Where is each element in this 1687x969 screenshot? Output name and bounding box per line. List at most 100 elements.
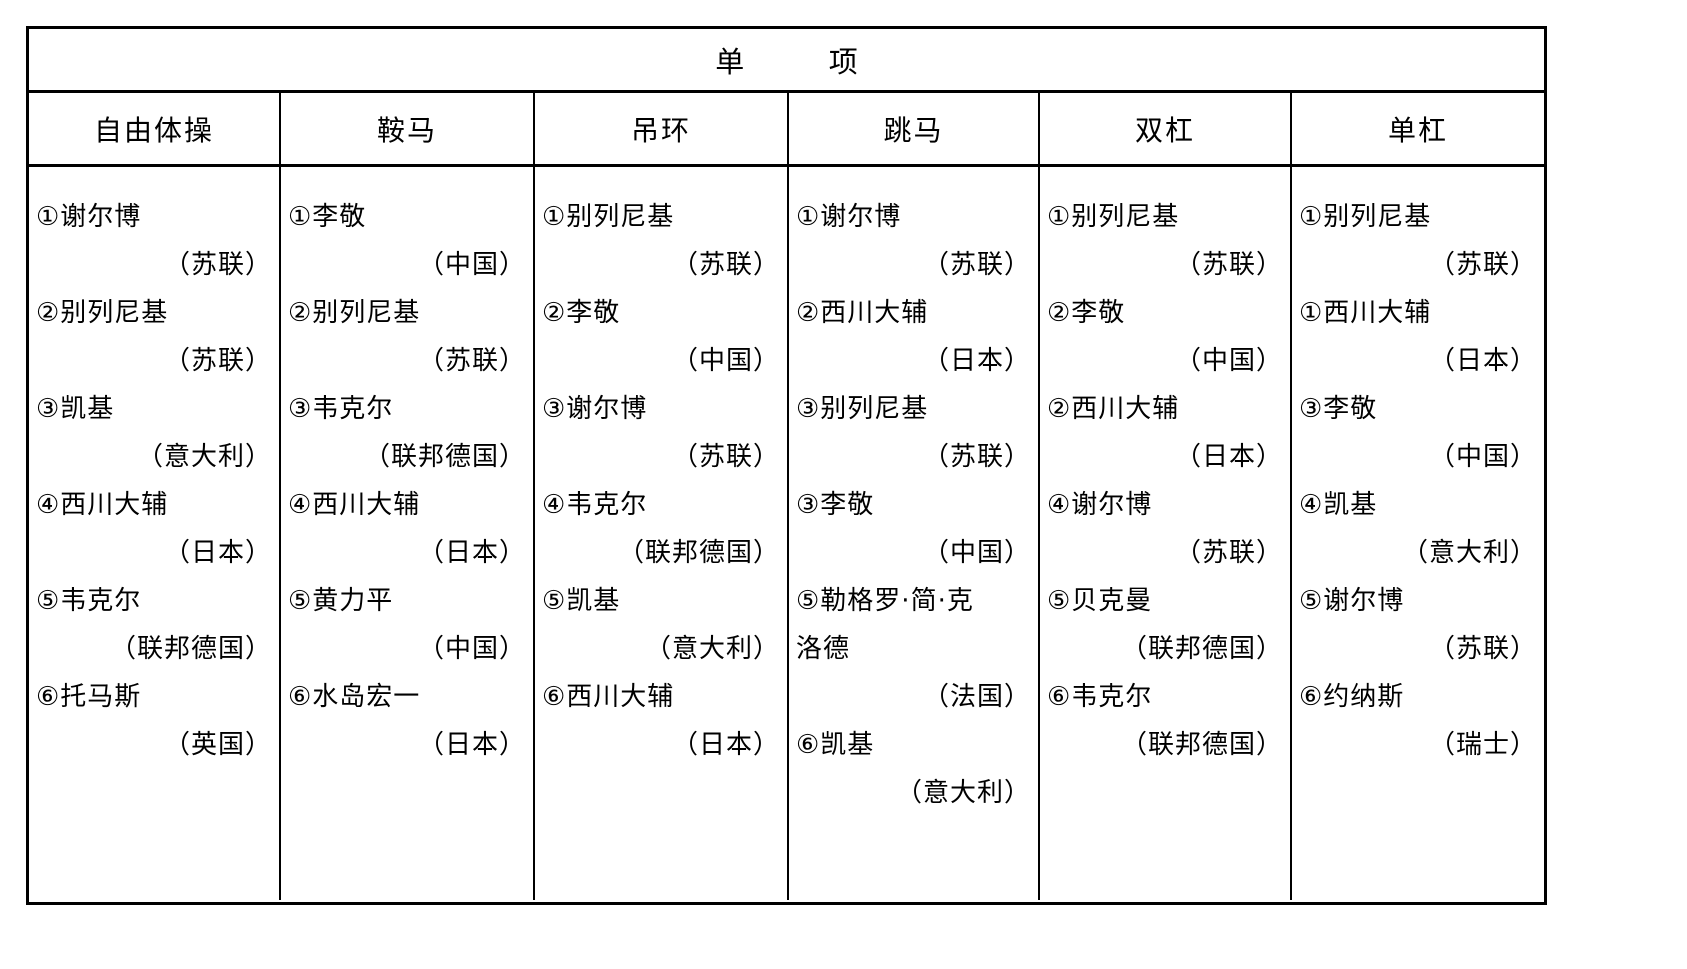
result-entry: ①别列尼基 （苏联） [542,193,780,289]
athlete-country: （联邦德国） [1120,730,1283,760]
athlete-name: ②别列尼基 [288,298,421,328]
result-entry: ④凯基 （意大利） [1299,481,1537,577]
athlete-name: ②李敬 [542,298,621,328]
athlete-country: （意大利） [136,442,272,472]
athlete-name: ⑥水岛宏一 [288,682,421,712]
column-body-horizontal-bar: ①别列尼基 （苏联） ①西川大辅 （日本） ③李敬 （中国） ④凯基 （意大利）… [1292,167,1544,900]
athlete-name: ⑥凯基 [796,730,875,760]
athlete-name: ①别列尼基 [1299,202,1432,232]
athlete-name: ③别列尼基 [796,394,929,424]
athlete-country: （意大利） [644,634,780,664]
result-entry: ②别列尼基 （苏联） [288,289,526,385]
athlete-country: （联邦德国） [363,442,526,472]
result-entry: ④谢尔博 （苏联） [1047,481,1283,577]
athlete-country: （苏联） [163,346,272,376]
athlete-country: （中国） [1174,346,1283,376]
athlete-name: ⑥韦克尔 [1047,682,1153,712]
athlete-name: ①别列尼基 [542,202,675,232]
athlete-name: ⑤谢尔博 [1299,586,1405,616]
result-entry: ③谢尔博 （苏联） [542,385,780,481]
athlete-country: （联邦德国） [617,538,780,568]
table-header-row: 自由体操 鞍马 吊环 跳马 双杠 单杠 [29,93,1544,167]
athlete-name: ⑤勒格罗·简·克 [796,586,974,616]
result-entry: ⑥托马斯 （英国） [36,673,272,769]
column-body-floor-exercise: ①谢尔博 （苏联） ②别列尼基 （苏联） ③凯基 （意大利） ④西川大辅 （日本… [29,167,281,900]
athlete-country: （苏联） [671,442,780,472]
column-header-rings: 吊环 [535,93,789,164]
result-entry: ①谢尔博 （苏联） [796,193,1031,289]
athlete-country: （苏联） [1428,250,1537,280]
single-event-results-table: 单 项 自由体操 鞍马 吊环 跳马 双杠 单杠 ①谢尔博 （苏联） ②别列尼基 … [26,26,1547,905]
result-entry: ③李敬 （中国） [796,481,1031,577]
column-body-parallel-bars: ①别列尼基 （苏联） ②李敬 （中国） ②西川大辅 （日本） ④谢尔博 （苏联）… [1040,167,1292,900]
result-entry: ⑤韦克尔 （联邦德国） [36,577,272,673]
athlete-country: （苏联） [671,250,780,280]
athlete-name: ④韦克尔 [542,490,648,520]
result-entry: ⑥约纳斯 （瑞士） [1299,673,1537,769]
column-header-horizontal-bar: 单杠 [1387,113,1448,147]
result-entry: ④韦克尔 （联邦德国） [542,481,780,577]
athlete-country: （联邦德国） [1120,634,1283,664]
athlete-name: ④西川大辅 [36,490,169,520]
result-entry: ④西川大辅 （日本） [288,481,526,577]
athlete-name-wrap: 洛德 [796,634,851,664]
athlete-name: ①谢尔博 [36,202,142,232]
athlete-name: ②别列尼基 [36,298,169,328]
result-entry: ②西川大辅 （日本） [1047,385,1283,481]
athlete-name: ⑥托马斯 [36,682,142,712]
result-entry: ④西川大辅 （日本） [36,481,272,577]
athlete-name: ④凯基 [1299,490,1378,520]
result-entry: ①西川大辅 （日本） [1299,289,1537,385]
result-entry: ⑤凯基 （意大利） [542,577,780,673]
athlete-name: ④谢尔博 [1047,490,1153,520]
column-header-floor-exercise: 自由体操 [29,93,281,164]
athlete-country: （苏联） [1174,538,1283,568]
athlete-country: （意大利） [895,778,1031,808]
athlete-name: ①别列尼基 [1047,202,1180,232]
athlete-country: （日本） [671,730,780,760]
athlete-country: （日本） [417,538,526,568]
athlete-name: ⑤黄力平 [288,586,394,616]
table-title-row: 单 项 [29,29,1544,93]
athlete-country: （日本） [1428,346,1537,376]
athlete-name: ⑤贝克曼 [1047,586,1153,616]
result-entry: ①李敬 （中国） [288,193,526,289]
athlete-name: ⑤凯基 [542,586,621,616]
column-header-pommel-horse: 鞍马 [281,93,535,164]
result-entry: ③韦克尔 （联邦德国） [288,385,526,481]
result-entry: ③凯基 （意大利） [36,385,272,481]
athlete-country: （法国） [922,682,1031,712]
result-entry: ②西川大辅 （日本） [796,289,1031,385]
athlete-name: ③凯基 [36,394,115,424]
athlete-country: （中国） [922,538,1031,568]
athlete-country: （英国） [163,730,272,760]
column-body-pommel-horse: ①李敬 （中国） ②别列尼基 （苏联） ③韦克尔 （联邦德国） ④西川大辅 （日… [281,167,535,900]
athlete-name: ⑥约纳斯 [1299,682,1405,712]
athlete-country: （中国） [417,250,526,280]
result-entry: ②别列尼基 （苏联） [36,289,272,385]
athlete-name: ③谢尔博 [542,394,648,424]
athlete-country: （苏联） [922,250,1031,280]
athlete-country: （苏联） [922,442,1031,472]
result-entry: ⑤贝克曼 （联邦德国） [1047,577,1283,673]
result-entry: ③李敬 （中国） [1299,385,1537,481]
athlete-name: ④西川大辅 [288,490,421,520]
athlete-country: （苏联） [1428,634,1537,664]
result-entry: ⑤谢尔博 （苏联） [1299,577,1537,673]
athlete-country: （意大利） [1401,538,1537,568]
athlete-country: （苏联） [417,346,526,376]
athlete-name: ③李敬 [796,490,875,520]
athlete-name: ②西川大辅 [1047,394,1180,424]
athlete-name: ②西川大辅 [796,298,929,328]
column-header-parallel-bars: 双杠 [1040,93,1292,164]
result-entry: ①别列尼基 （苏联） [1047,193,1283,289]
result-entry: ⑤勒格罗·简·克 洛德 （法国） [796,577,1031,721]
athlete-country: （中国） [417,634,526,664]
athlete-name: ⑥西川大辅 [542,682,675,712]
athlete-country: （中国） [671,346,780,376]
result-entry: ①谢尔博 （苏联） [36,193,272,289]
athlete-name: ①李敬 [288,202,367,232]
athlete-country: （日本） [922,346,1031,376]
result-entry: ⑤黄力平 （中国） [288,577,526,673]
